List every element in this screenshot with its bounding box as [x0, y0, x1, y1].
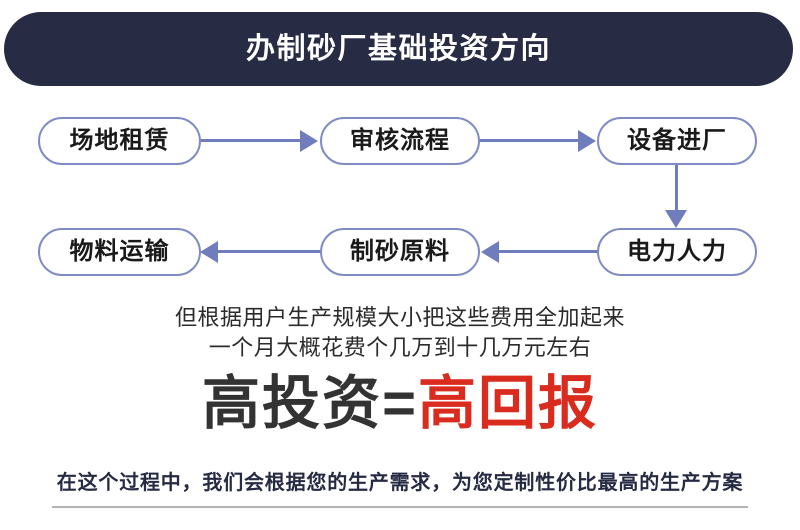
headline: 高投资=高回报 — [0, 375, 800, 433]
connector-line — [216, 250, 328, 253]
description-line-2: 一个月大概花费个几万到十几万元左右 — [208, 335, 592, 360]
flow-node-label: 审核流程 — [350, 127, 450, 154]
footer-divider — [52, 506, 748, 508]
connector-line — [476, 139, 584, 142]
flow-node-power-manpower[interactable]: 电力人力 — [597, 228, 757, 276]
footer-note: 在这个过程中，我们会根据您的生产需求，为您定制性价比最高的生产方案 — [0, 470, 800, 496]
flow-node-label: 制砂原料 — [350, 238, 450, 265]
connector-line — [497, 250, 605, 253]
headline-equals-sign: = — [382, 371, 418, 436]
flow-node-sand-raw-material[interactable]: 制砂原料 — [320, 228, 480, 276]
footer-text: 在这个过程中，我们会根据您的生产需求，为您定制性价比最高的生产方案 — [56, 472, 744, 494]
arrow-right-icon — [578, 130, 596, 152]
description-paragraph: 但根据用户生产规模大小把这些费用全加起来 一个月大概花费个几万到十几万元左右 — [0, 303, 800, 363]
arrow-down-icon — [665, 210, 687, 228]
flowchart: 场地租赁 审核流程 设备进厂 物料运输 制砂原料 电力人力 — [0, 100, 800, 295]
header-banner: 办制砂厂基础投资方向 — [4, 12, 793, 86]
headline-part-investment: 高投资 — [202, 371, 383, 436]
arrow-right-icon — [300, 130, 318, 152]
flow-node-label: 电力人力 — [627, 238, 727, 265]
connector-line — [675, 162, 678, 216]
flow-node-review-process[interactable]: 审核流程 — [320, 117, 480, 165]
flow-node-equipment-intake[interactable]: 设备进厂 — [597, 117, 757, 165]
flow-node-label: 设备进厂 — [627, 127, 727, 154]
flow-node-site-rental[interactable]: 场地租赁 — [38, 117, 201, 165]
flow-node-label: 物料运输 — [69, 238, 170, 265]
arrow-left-icon — [200, 241, 218, 263]
flow-node-material-transport[interactable]: 物料运输 — [38, 228, 201, 276]
headline-part-return: 高回报 — [417, 371, 598, 436]
connector-line — [196, 139, 308, 142]
page-title: 办制砂厂基础投资方向 — [245, 32, 551, 65]
arrow-left-icon — [481, 241, 499, 263]
description-line-1: 但根据用户生产规模大小把这些费用全加起来 — [174, 305, 625, 330]
flow-node-label: 场地租赁 — [69, 127, 170, 154]
